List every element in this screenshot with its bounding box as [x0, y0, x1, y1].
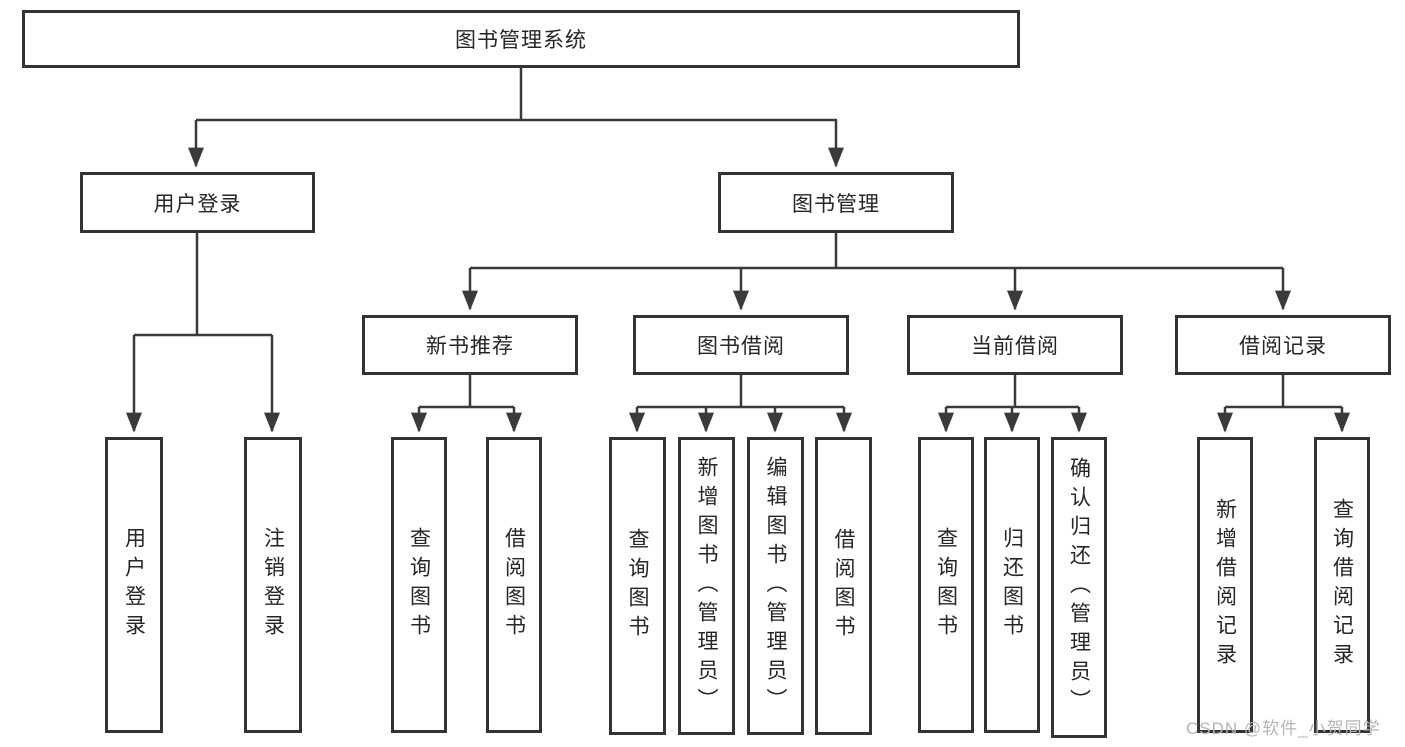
edge-root-trunk	[196, 68, 837, 122]
node-current-query-books: 查询图书	[918, 437, 974, 733]
leaf-label: 注销登录	[261, 527, 285, 643]
leaf-label: 新增借阅记录	[1213, 498, 1237, 672]
leaf-label: 借阅图书	[502, 527, 526, 643]
leaf-label: 新增图书（管理员）	[695, 455, 718, 717]
node-borrow-borrow-books: 借阅图书	[815, 437, 872, 735]
leaf-label: 查询图书	[626, 528, 649, 644]
leaf-label: 查询图书	[934, 527, 958, 643]
node-book-management-branch: 图书管理	[718, 172, 954, 233]
node-borrowing-records: 借阅记录	[1175, 315, 1391, 375]
node-current-confirm-return-admin: 确认归还（管理员）	[1051, 437, 1107, 738]
node-newbook-query-books: 查询图书	[391, 437, 447, 733]
node-borrow-add-books-admin: 新增图书（管理员）	[678, 437, 735, 735]
node-system-root: 图书管理系统	[22, 10, 1020, 68]
node-book-borrowing: 图书借阅	[633, 315, 849, 375]
node-newbook-borrow-books: 借阅图书	[486, 437, 542, 733]
node-user-login-branch: 用户登录	[80, 172, 315, 233]
csdn-watermark: CSDN @软件_小贺同学	[1186, 719, 1381, 738]
leaf-label: 用户登录	[122, 527, 146, 643]
node-current-return-books: 归还图书	[984, 437, 1040, 733]
edge-records-trunk	[1225, 375, 1342, 409]
edge-borrow-trunk	[637, 375, 844, 409]
leaf-label: 查询图书	[407, 527, 431, 643]
node-borrow-edit-books-admin: 编辑图书（管理员）	[747, 437, 804, 735]
leaf-label: 确认归还（管理员）	[1067, 457, 1091, 718]
edge-login-trunk	[134, 233, 272, 337]
node-records-query-record: 查询借阅记录	[1314, 437, 1370, 733]
node-borrow-query-books: 查询图书	[609, 437, 666, 735]
edge-newbook-trunk	[419, 375, 514, 409]
node-new-book-recommend: 新书推荐	[362, 315, 578, 375]
leaf-label: 归还图书	[1000, 527, 1024, 643]
node-current-borrowing: 当前借阅	[907, 315, 1123, 375]
leaf-label: 借阅图书	[832, 528, 855, 644]
node-login-user-login: 用户登录	[105, 437, 163, 733]
leaf-label: 编辑图书（管理员）	[764, 455, 787, 717]
node-records-add-record: 新增借阅记录	[1197, 437, 1253, 733]
edge-management-trunk	[470, 233, 1283, 270]
edge-current-trunk	[946, 375, 1079, 409]
leaf-label: 查询借阅记录	[1330, 498, 1354, 672]
node-login-logout: 注销登录	[244, 437, 302, 733]
